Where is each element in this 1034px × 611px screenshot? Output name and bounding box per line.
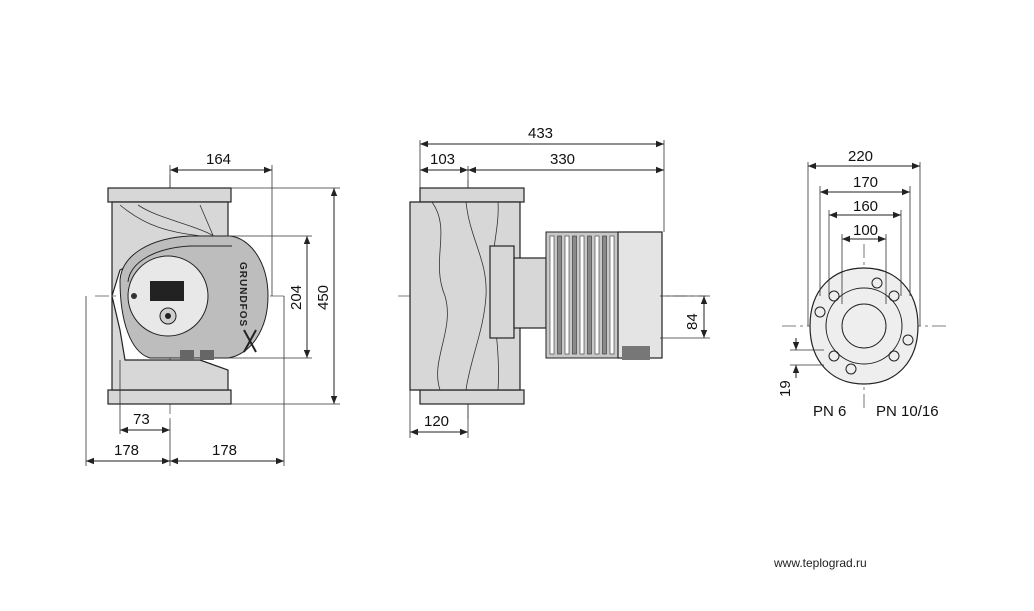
motor-fin — [609, 235, 615, 355]
motor-fin — [564, 235, 570, 355]
dim-160: 160 — [853, 198, 878, 215]
flange-view: 220 170 160 100 19 PN 6 PN 10/16 — [777, 148, 946, 420]
dim-450: 450 — [315, 285, 332, 310]
dim-220: 220 — [848, 148, 873, 165]
watermark: www.teplograd.ru — [774, 556, 867, 570]
dim-120: 120 — [424, 413, 449, 430]
brand-label: GRUNDFOS — [237, 262, 248, 327]
motor-fin — [602, 235, 607, 355]
motor-fin — [572, 235, 577, 355]
label-pn6: PN 6 — [813, 403, 846, 420]
dim-100: 100 — [853, 222, 878, 239]
dim-178-right: 178 — [212, 442, 237, 459]
dim-164: 164 — [206, 151, 231, 168]
motor-fin — [587, 235, 592, 355]
side-view: 433 103 330 84 120 — [398, 125, 710, 438]
dim-73: 73 — [133, 411, 150, 428]
dim-330: 330 — [550, 151, 575, 168]
motor-fin — [557, 235, 562, 355]
motor-fin — [594, 235, 600, 355]
dim-178-left: 178 — [114, 442, 139, 459]
dim-19: 19 — [777, 380, 794, 397]
dim-204: 204 — [288, 285, 305, 310]
label-pn1016: PN 10/16 — [876, 403, 939, 420]
dim-170: 170 — [853, 174, 878, 191]
dim-103: 103 — [430, 151, 455, 168]
dim-84: 84 — [684, 313, 701, 330]
front-view: GRUNDFOS 164 204 450 73 178 178 — [85, 151, 340, 466]
dim-433: 433 — [528, 125, 553, 142]
motor-fin — [579, 235, 585, 355]
motor-fin — [549, 235, 555, 355]
